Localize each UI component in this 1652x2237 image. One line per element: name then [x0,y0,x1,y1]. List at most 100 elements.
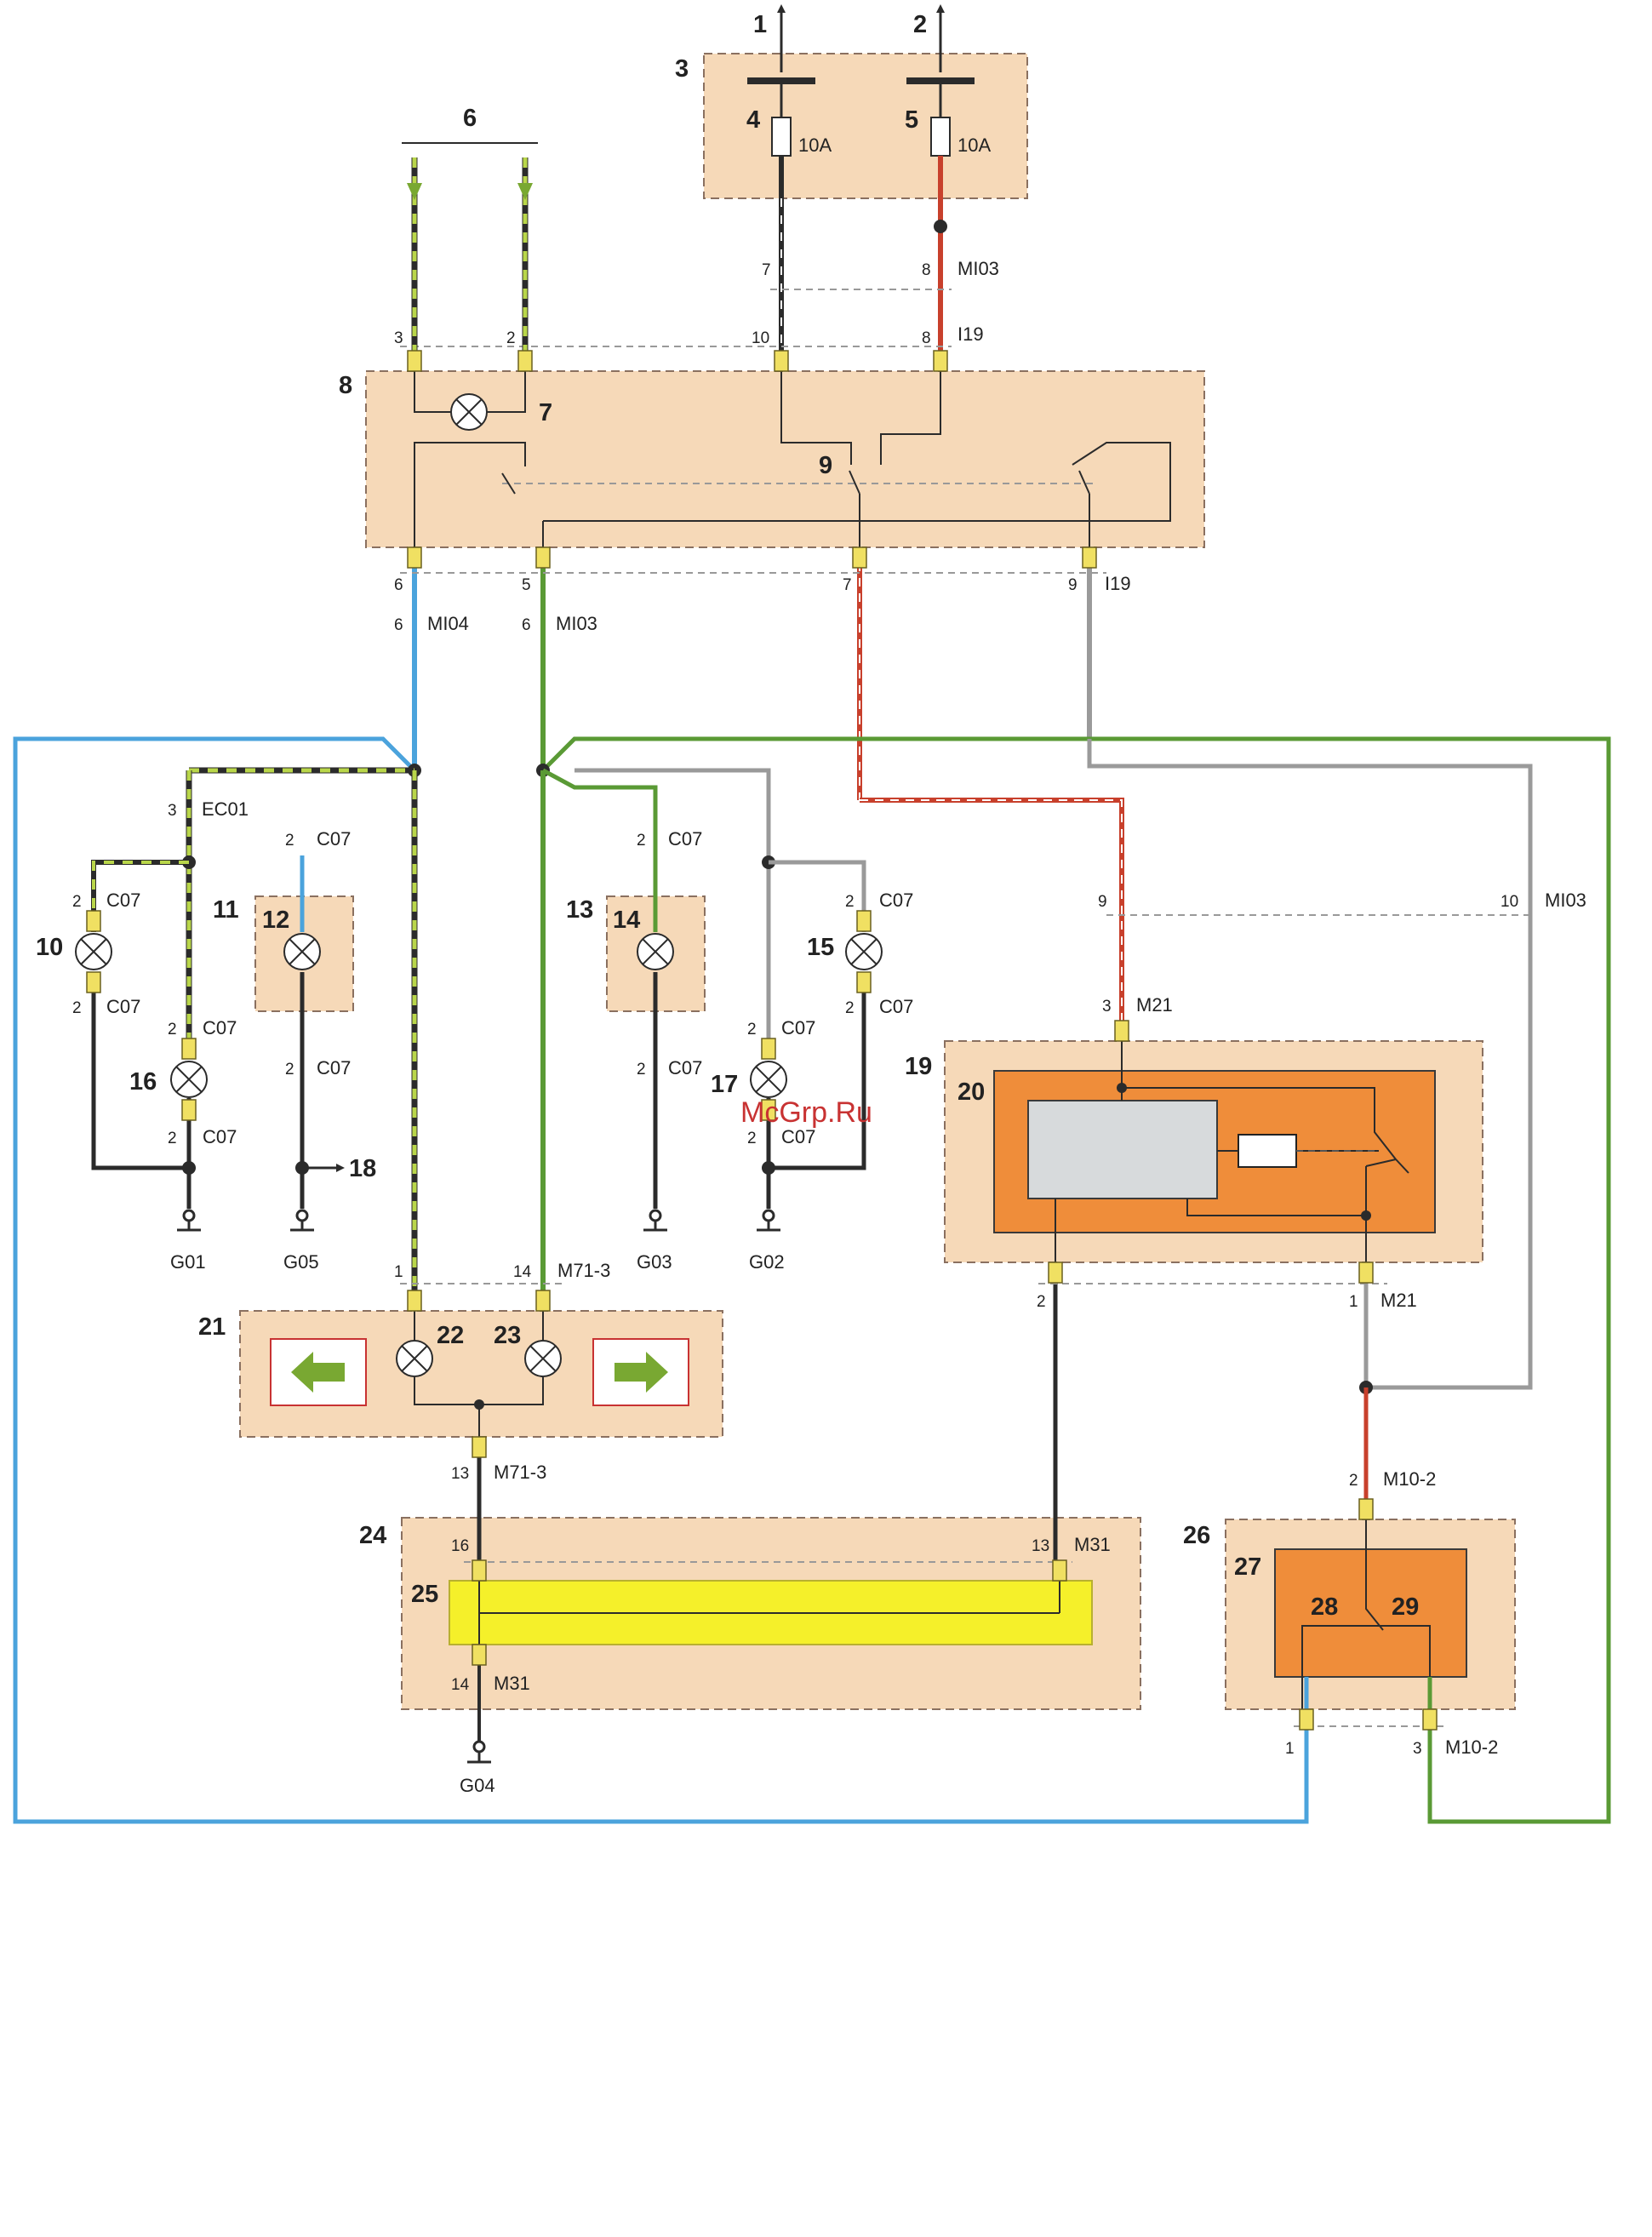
callout-4: 4 [746,106,760,134]
connector-label: C07 [879,996,913,1017]
connector-label: C07 [781,1126,815,1147]
callout-23: 23 [494,1322,521,1349]
callout-29: 29 [1392,1593,1419,1621]
ground-label-g02: G02 [749,1251,785,1273]
pin-label: 2 [506,329,516,347]
connector-label: MI04 [427,613,469,634]
pin-label: 9 [1068,576,1078,594]
connector-label: C07 [203,1017,237,1038]
connector-label: I19 [957,323,984,345]
callout-18: 18 [349,1155,376,1182]
connector-label: M71-3 [557,1260,610,1281]
pin-label: 2 [637,832,646,850]
callout-2: 2 [913,11,927,38]
pin-label: 2 [845,893,855,911]
arrowhead-6a [407,183,422,200]
lamp-14 [637,933,674,970]
pin-label: 3 [1413,1740,1422,1758]
connector-label: C07 [106,890,140,911]
switch-blade-2 [849,470,860,495]
callout-20: 20 [957,1078,985,1106]
callout-7: 7 [539,399,552,426]
wire-gray-right [1087,739,1533,1390]
wire-gray-15 [574,768,771,1053]
wire-lamp15-ground [769,972,866,1170]
splice-cluster [474,1399,484,1410]
ground-symbols [177,1209,780,1764]
pin-label: 2 [1037,1293,1046,1311]
lamp-22-x [401,1345,428,1372]
pin-label: 7 [843,576,852,594]
splice-g01 [182,1161,196,1175]
pin-label: 2 [747,1130,757,1147]
wire-green-14 [541,768,658,932]
callout-6: 6 [463,105,477,132]
pin-label: 14 [451,1676,470,1694]
switch8-internal [414,371,1171,547]
callout-12: 12 [262,907,289,934]
pin-label: 8 [922,329,931,347]
callout-22: 22 [437,1322,464,1349]
pin-label: 10 [1501,893,1518,911]
callout-1: 1 [753,11,767,38]
pin-label: 16 [451,1537,469,1555]
pin-label: 3 [168,802,177,820]
callout-8: 8 [339,372,352,399]
callout-3: 3 [675,55,689,83]
ecu-block [1027,1100,1218,1199]
pin-label: 2 [168,1130,177,1147]
connector-label: C07 [668,828,702,850]
callout-25: 25 [411,1581,438,1608]
pin-label: 2 [845,999,855,1017]
fuse-4 [771,117,792,157]
callout-27: 27 [1234,1553,1261,1581]
switch-27 [1274,1548,1467,1678]
arrowhead-6b [517,183,533,200]
lamp-15 [845,933,883,970]
splice-m20-bot [1361,1210,1371,1221]
ground-label-g01: G01 [170,1251,206,1273]
callout-26: 26 [1183,1522,1210,1549]
splice-m20-top [1117,1083,1127,1093]
connector-label: M21 [1136,994,1173,1016]
relay-coil [1238,1134,1297,1168]
pin-label: 2 [747,1021,757,1038]
connector-label: M10-2 [1445,1736,1498,1758]
lamp-10 [75,933,112,970]
pin-label: 6 [522,616,531,634]
connector-label: C07 [668,1057,702,1078]
terminals [86,350,1438,1731]
pin-label: 9 [1098,893,1107,911]
wire-lamp10-ground [91,972,189,1170]
wire-gray-lamp15 [769,860,866,932]
fuse-5-rating: 10A [957,134,991,156]
lamp-23-x [529,1345,557,1372]
pin-label: 5 [522,576,531,594]
pin-label: 13 [451,1465,469,1483]
callout-9: 9 [819,452,832,479]
connector-label: C07 [106,996,140,1017]
pin-label: 2 [1349,1472,1358,1490]
lamp-7-x [455,398,483,426]
callout-28: 28 [1311,1593,1338,1621]
right-arrow-icon [614,1352,668,1393]
wire-green-loop [541,736,1611,1824]
pin-label: 14 [513,1263,532,1281]
splice-g02 [762,1161,775,1175]
connector-label: C07 [203,1126,237,1147]
connector-label: C07 [879,890,913,911]
pin-label: 6 [394,616,403,634]
pin-label: 2 [72,893,82,911]
left-arrow-icon [291,1352,345,1393]
connector-label: C07 [781,1017,815,1038]
pin-label: 13 [1032,1537,1049,1555]
pin-label: 2 [285,832,294,850]
pin-label: 7 [762,261,771,279]
connector-label: C07 [317,828,351,850]
fuse-5 [930,117,951,157]
cluster-internal [414,1311,544,1437]
pin-label: 10 [752,329,769,347]
pin-label: 3 [1102,998,1112,1016]
switch-blade-1 [501,472,516,495]
